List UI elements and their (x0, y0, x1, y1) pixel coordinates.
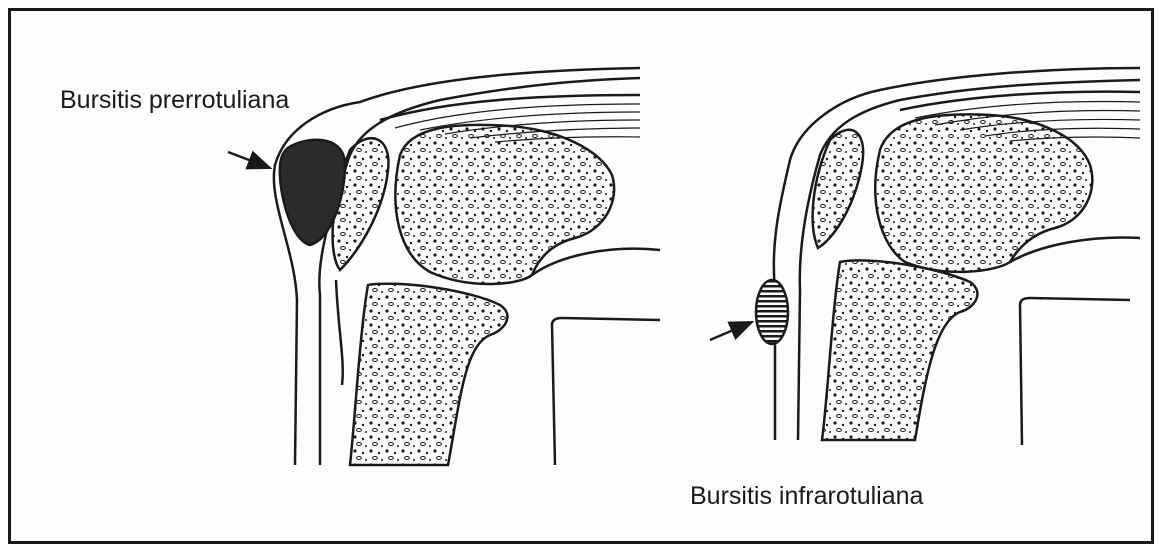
right-arrow (710, 322, 752, 340)
left-knee-diagram (274, 68, 660, 465)
right-patella (813, 130, 864, 248)
left-femur (395, 125, 614, 284)
label-prepatellar-bursitis: Bursitis prerrotuliana (60, 86, 289, 115)
right-femur (875, 114, 1092, 271)
right-knee-diagram (756, 68, 1140, 445)
right-tibia (822, 260, 977, 440)
label-infrapatellar-bursitis: Bursitis infrarotuliana (690, 482, 923, 511)
left-arrow (228, 152, 270, 168)
left-tibia (350, 284, 507, 465)
right-infrapatellar-bursa (756, 280, 788, 344)
